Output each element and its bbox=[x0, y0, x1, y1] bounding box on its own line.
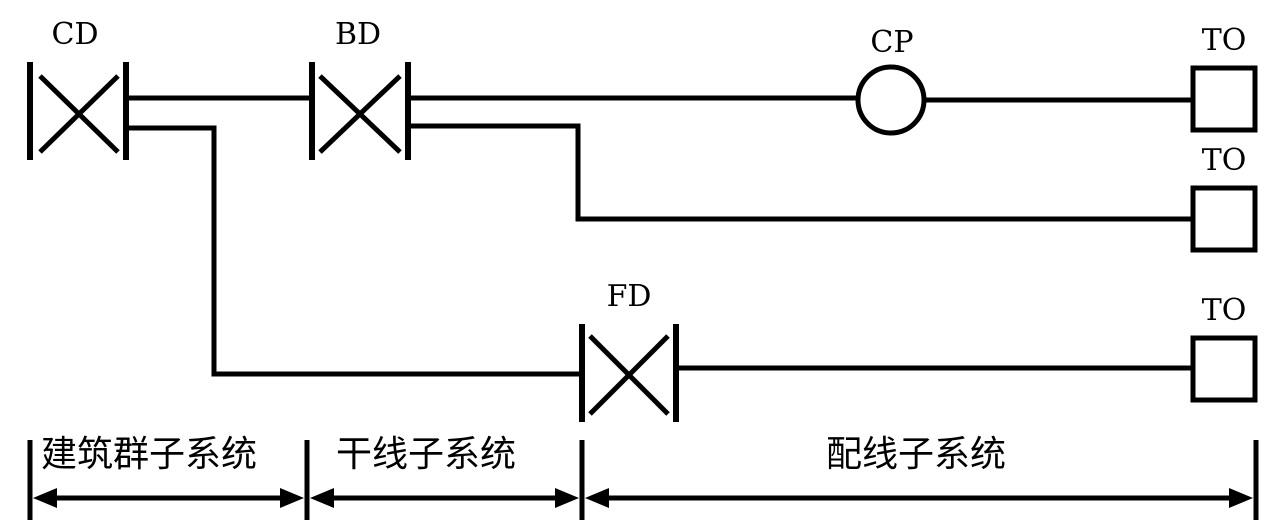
fd-distributor-symbol bbox=[579, 324, 679, 422]
backbone-subsystem-label: 干线子系统 bbox=[336, 434, 516, 475]
bd-distributor-symbol bbox=[309, 62, 411, 160]
cd-label: CD bbox=[51, 17, 98, 52]
to-bottom-symbol bbox=[1190, 335, 1258, 403]
campus-subsystem-label: 建筑群子系统 bbox=[41, 434, 257, 475]
to-middle-symbol bbox=[1190, 185, 1258, 253]
cp-label: CP bbox=[870, 25, 913, 60]
backbone-span-arrow bbox=[310, 488, 579, 508]
to-top-label: TO bbox=[1202, 23, 1247, 58]
bd-label: BD bbox=[335, 17, 381, 52]
cable-cd-to-fd bbox=[126, 125, 582, 377]
cable-bd-to-to-middle bbox=[408, 123, 1193, 222]
horizontal-span-arrow bbox=[585, 488, 1253, 508]
cd-distributor-symbol bbox=[27, 62, 129, 160]
to-top-symbol bbox=[1190, 65, 1258, 133]
campus-span-arrow bbox=[33, 488, 304, 508]
horizontal-subsystem-label: 配线子系统 bbox=[826, 434, 1006, 475]
cp-symbol bbox=[855, 64, 927, 136]
to-middle-label: TO bbox=[1202, 143, 1247, 178]
to-bottom-label: TO bbox=[1202, 293, 1247, 328]
fd-label: FD bbox=[607, 279, 652, 314]
